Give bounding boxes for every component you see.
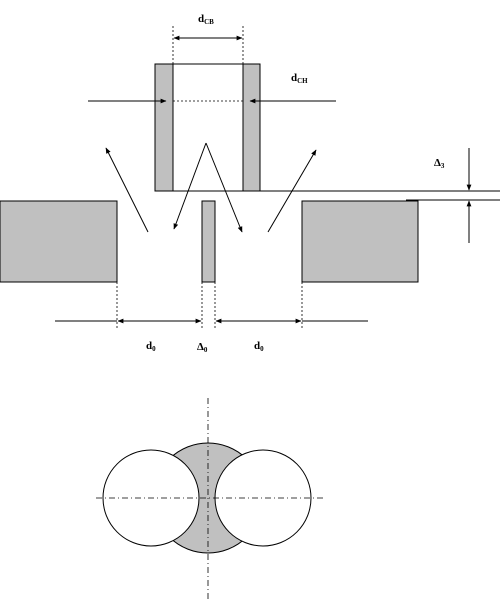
label-delta-3: Δ3 [434,157,445,170]
cross-section [96,398,324,602]
label-delta-0: Δ0 [197,341,208,354]
bottom-plates [0,200,419,283]
upper-tube [154,63,261,192]
flow-arrows-inner [173,142,243,233]
center-rod [201,200,216,283]
dimension-d-cb: dCB [172,13,244,64]
upper-tube-right-wall [242,63,261,192]
upper-tube-left-wall [154,63,174,192]
flow-arrow-outer-left [105,147,149,233]
label-d-cb: dCB [198,13,214,26]
flow-arrow-inner-right [205,142,243,233]
dimension-delta-3: Δ3 [260,148,500,243]
label-d-ch: dCH [291,72,308,85]
right-plate [301,200,419,283]
dimension-bottom: d0 Δ0 d0 [55,282,368,354]
left-plate [0,200,118,283]
label-d0-right: d0 [254,340,264,353]
dimension-d-ch: dCH [88,72,336,104]
flow-arrow-inner-left [173,142,207,230]
label-d0-left: d0 [146,340,156,353]
